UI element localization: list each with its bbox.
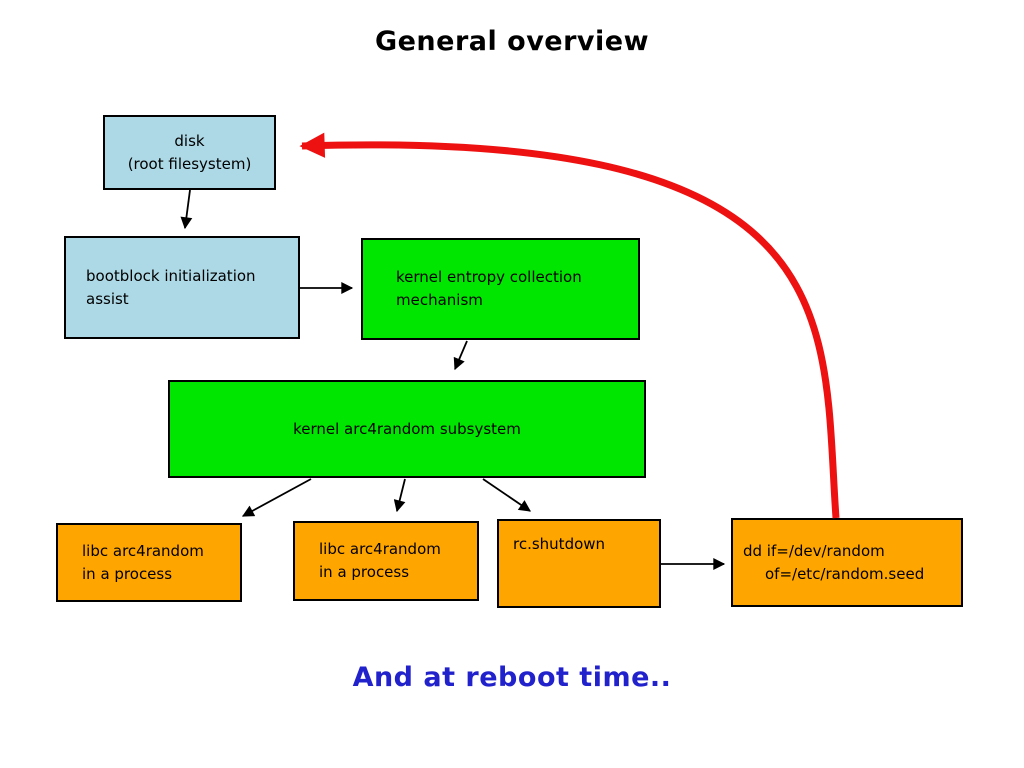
arrow-subsystem-to-libc1-icon [241,478,312,517]
node-libc1-line1: libc arc4random [82,541,204,560]
node-bootblock-line2: assist [86,289,129,308]
page-title: General overview [374,26,650,57]
arrow-subsystem-to-rcshutdown-icon [482,478,531,512]
node-disk-line2: (root filesystem) [127,154,252,173]
arrow-disk-to-bootblock-icon [180,189,193,230]
node-disk-line1: disk [174,131,205,150]
node-bootblock-init-assist: bootblock initialization assist [64,236,300,339]
node-kernel-entropy-collection: kernel entropy collection mechanism [361,238,640,340]
node-entropy-line1: kernel entropy collection [396,268,582,286]
node-rc-shutdown: rc.shutdown [497,519,661,608]
node-rc-label: rc.shutdown [513,535,606,553]
node-libc2-line2: in a process [319,563,410,581]
node-bootblock-line1: bootblock initialization [86,266,256,285]
node-disk: disk (root filesystem) [103,115,276,190]
node-dd-random-seed: dd if=/dev/random of=/etc/random.seed [731,518,963,607]
node-dd-line2: of=/etc/random.seed [765,564,925,583]
node-libc-arc4random-1: libc arc4random in a process [56,523,242,602]
arrow-subsystem-to-libc2-icon [393,478,406,513]
node-dd-line1: dd if=/dev/random [743,541,885,560]
arrow-entropy-to-subsystem-icon [453,340,468,371]
node-kernel-arc4random-subsystem: kernel arc4random subsystem [168,380,646,478]
reboot-note: And at reboot time.. [352,662,672,693]
node-libc-arc4random-2: libc arc4random in a process [293,521,479,601]
node-libc1-line2: in a process [82,564,173,583]
node-libc2-line1: libc arc4random [319,540,441,558]
node-entropy-line2: mechanism [396,291,483,309]
node-subsystem-label: kernel arc4random subsystem [293,419,521,438]
